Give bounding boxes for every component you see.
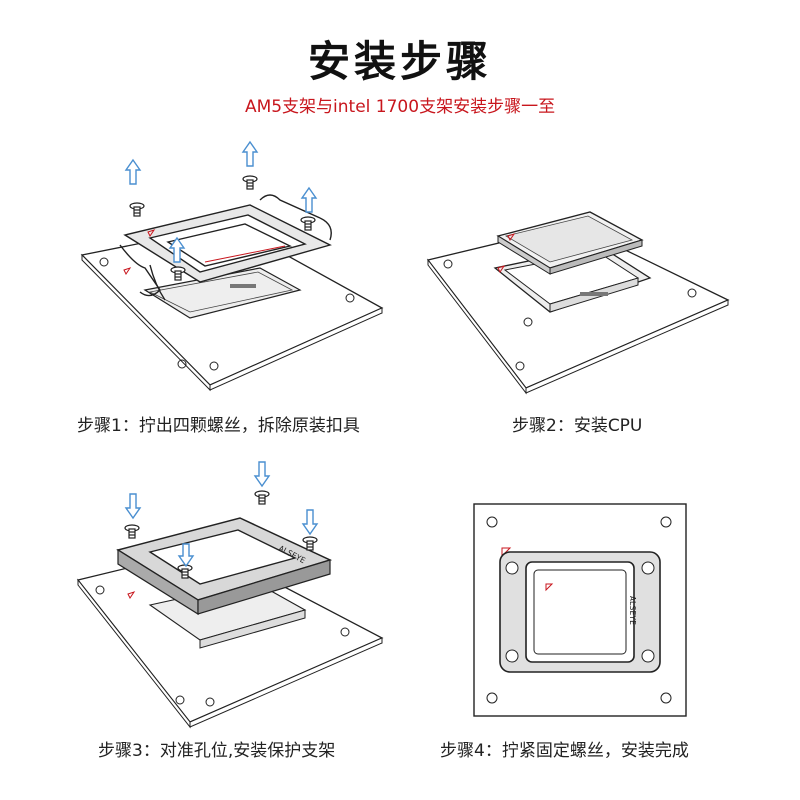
- screw-icon: [124, 524, 140, 539]
- step-4-diagram: ALSEYE: [473, 503, 687, 717]
- step-1-diagram: [80, 140, 384, 392]
- step-3-diagram: ALSEYE: [76, 461, 384, 729]
- arrow-up-icon: [124, 158, 142, 185]
- arrow-down-icon: [177, 543, 195, 568]
- bracket-label: ALSEYE: [628, 596, 637, 625]
- step-4-illustration: ALSEYE: [400, 400, 800, 800]
- step-1-caption: 步骤1：拧出四颗螺丝，拆除原装扣具: [77, 416, 360, 436]
- page-title: 安装步骤: [307, 37, 492, 86]
- arrow-down-icon: [253, 461, 271, 488]
- screw-icon: [177, 564, 193, 579]
- step-3-caption: 步骤3：对准孔位,安装保护支架: [98, 741, 336, 761]
- screw-icon: [254, 490, 270, 505]
- protective-bracket: ALSEYE: [499, 551, 661, 673]
- step-3-illustration: ALSEYE: [0, 400, 400, 800]
- arrow-down-icon: [301, 509, 319, 536]
- screw-icon: [302, 536, 318, 551]
- step-2-diagram: [426, 211, 730, 395]
- screw-icon: [300, 216, 316, 231]
- screw-icon: [242, 175, 258, 190]
- screw-icon: [170, 266, 186, 281]
- arrow-up-icon: [300, 186, 318, 213]
- step-4-caption: 步骤4：拧紧固定螺丝，安装完成: [440, 741, 689, 761]
- arrow-down-icon: [124, 493, 142, 520]
- step-1-illustration: [0, 0, 400, 400]
- stock-retention-bracket: [119, 194, 332, 301]
- step-2-illustration: [400, 0, 800, 400]
- page-subtitle: AM5支架与intel 1700支架安装步骤一至: [244, 97, 556, 117]
- step-2-caption: 步骤2：安装CPU: [512, 416, 643, 436]
- cpu-chip: [496, 211, 644, 275]
- arrow-up-icon: [168, 236, 186, 263]
- arrow-up-icon: [241, 140, 259, 167]
- screw-icon: [129, 202, 145, 217]
